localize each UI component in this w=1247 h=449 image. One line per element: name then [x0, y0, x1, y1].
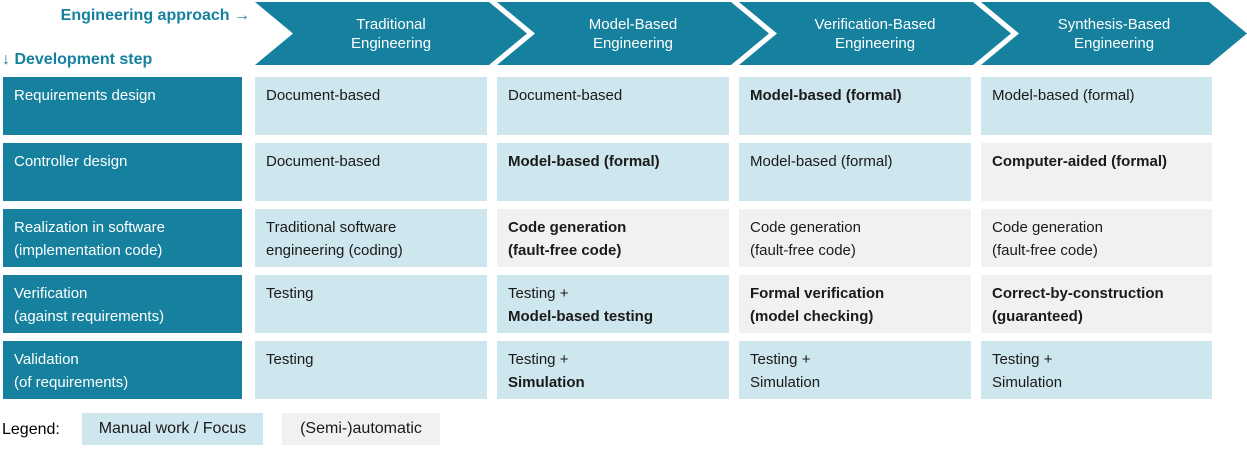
cell-requirements-synthesis-based: Model-based (formal) [981, 77, 1212, 135]
engineering-approach-axis-label: Engineering approach → [60, 7, 250, 24]
cell-realization-traditional: Traditional software engineering (coding… [255, 209, 487, 267]
cell-controller-verification-based: Model-based (formal) [739, 143, 971, 201]
cell-verification-traditional: Testing [255, 275, 487, 333]
row-header-verification: Verification (against requirements) [3, 275, 242, 333]
row-header-realization-in-software: Realization in software (implementation … [3, 209, 242, 267]
row-header-controller-design: Controller design [3, 143, 242, 201]
legend-swatch-manual-work: Manual work / Focus [82, 413, 263, 445]
cell-controller-traditional: Document-based [255, 143, 487, 201]
cell-requirements-verification-based: Model-based (formal) [739, 77, 971, 135]
development-step-axis-label: ↓ Development step [2, 51, 153, 68]
cell-controller-model-based: Model-based (formal) [497, 143, 729, 201]
cell-validation-model-based: Testing + Simulation [497, 341, 729, 399]
row-header-requirements-design: Requirements design [3, 77, 242, 135]
legend-label: Legend: [2, 421, 60, 438]
cell-realization-model-based: Code generation (fault-free code) [497, 209, 729, 267]
cell-requirements-model-based: Document-based [497, 77, 729, 135]
legend-swatch-semi-automatic: (Semi-)automatic [282, 413, 440, 445]
cell-realization-verification-based: Code generation (fault-free code) [739, 209, 971, 267]
cell-verification-verification-based: Formal verification (model checking) [739, 275, 971, 333]
cell-realization-synthesis-based: Code generation (fault-free code) [981, 209, 1212, 267]
row-header-validation: Validation (of requirements) [3, 341, 242, 399]
cell-requirements-traditional: Document-based [255, 77, 487, 135]
cell-validation-verification-based: Testing + Simulation [739, 341, 971, 399]
cell-verification-synthesis-based: Correct-by-construction (guaranteed) [981, 275, 1212, 333]
cell-validation-traditional: Testing [255, 341, 487, 399]
cell-validation-synthesis-based: Testing + Simulation [981, 341, 1212, 399]
cell-controller-synthesis-based: Computer-aided (formal) [981, 143, 1212, 201]
cell-verification-model-based: Testing + Model-based testing [497, 275, 729, 333]
